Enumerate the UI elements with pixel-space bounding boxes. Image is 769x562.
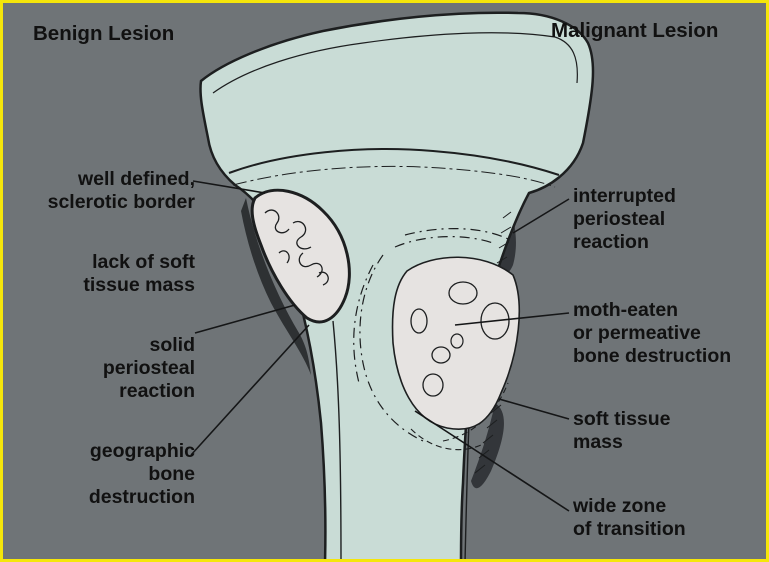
label-moth-eaten: moth-eaten or permeative bone destructio…	[573, 299, 731, 368]
label-geographic-destruction: geographic bone destruction	[89, 440, 195, 509]
leader-soft-tissue-mass	[499, 399, 569, 419]
label-soft-tissue-mass: soft tissue mass	[573, 408, 671, 454]
heading-benign: Benign Lesion	[33, 22, 174, 45]
leader-periosteal-benign	[191, 325, 309, 455]
label-wide-zone-transition: wide zone of transition	[573, 495, 686, 541]
label-solid-periosteal: solid periosteal reaction	[103, 334, 195, 403]
heading-malignant: Malignant Lesion	[551, 19, 718, 42]
label-interrupted-periosteal: interrupted periosteal reaction	[573, 185, 676, 254]
label-lack-soft-tissue: lack of soft tissue mass	[83, 251, 195, 297]
leader-soft-tissue-benign	[195, 305, 295, 333]
label-well-defined-border: well defined, sclerotic border	[48, 168, 195, 214]
tibia-bone	[200, 13, 593, 559]
diagram-frame: Benign Lesion Malignant Lesion well defi…	[3, 3, 766, 559]
